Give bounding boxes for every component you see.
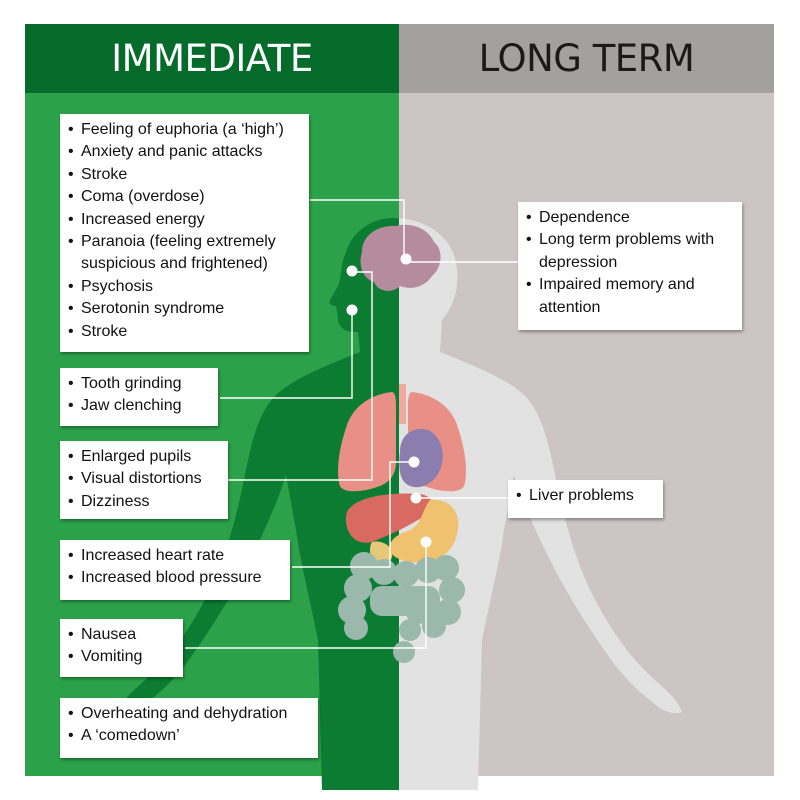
- effect-item: Enlarged pupils: [68, 446, 220, 469]
- effect-item-continuation: suspicious and frightened): [81, 255, 268, 273]
- liver-effects-list: Liver problems: [516, 485, 655, 508]
- effect-item: Tooth grinding: [68, 373, 210, 396]
- effect-item: Nausea: [68, 624, 175, 647]
- effect-item: A ‘comedown’: [68, 725, 310, 748]
- effect-item: Jaw clenching: [68, 395, 210, 418]
- effect-item: Psychosis: [68, 276, 301, 299]
- body-effects-list: Overheating and dehydration A ‘comedown’: [68, 703, 310, 748]
- effect-item: Serotonin syndrome: [68, 298, 301, 321]
- long-term-header: LONG TERM: [399, 24, 774, 93]
- immediate-title: IMMEDIATE: [111, 37, 313, 80]
- brain-long-term-effects-box: Dependence Long term problems with depre…: [518, 202, 742, 330]
- connector-mouth: [220, 310, 353, 399]
- brain-immediate-effects-box: Feeling of euphoria (a ‘high’) Anxiety a…: [60, 114, 309, 352]
- intestines-organ: [338, 552, 465, 663]
- effect-item: Increased heart rate: [68, 545, 282, 568]
- effect-item: Dependence: [526, 207, 734, 230]
- stomach-effects-list: Nausea Vomiting: [68, 624, 175, 669]
- connector-eyes: [228, 271, 373, 481]
- left-lung: [338, 392, 396, 492]
- body-effects-box: Overheating and dehydration A ‘comedown’: [60, 698, 318, 758]
- effect-item: Dizziness: [68, 491, 220, 514]
- connector-brain-immediate: [310, 199, 405, 258]
- connector-stomach: [185, 544, 427, 649]
- effect-item: Increased blood pressure: [68, 567, 282, 590]
- effect-item: Visual distortions: [68, 468, 220, 491]
- effect-item: Impaired memory and: [526, 274, 734, 297]
- heart-organ: [399, 428, 443, 488]
- effect-item: Liver problems: [516, 485, 655, 508]
- effect-item: Anxiety and panic attacks: [68, 141, 301, 164]
- effect-item: Increased energy: [68, 209, 301, 232]
- effect-item-continuation: attention: [539, 298, 601, 316]
- immediate-header: IMMEDIATE: [25, 24, 399, 93]
- heart-effects-box: Increased heart rate Increased blood pre…: [60, 540, 290, 600]
- brain-organ: [360, 224, 441, 291]
- brain-long-term-effects-list: Dependence Long term problems with depre…: [526, 207, 734, 319]
- effect-item-continuation: depression: [539, 253, 618, 271]
- eye-effects-box: Enlarged pupils Visual distortions Dizzi…: [60, 441, 228, 519]
- liver-effects-box: Liver problems: [508, 480, 663, 518]
- mouth-effects-list: Tooth grinding Jaw clenching: [68, 373, 210, 418]
- eye-effects-list: Enlarged pupils Visual distortions Dizzi…: [68, 446, 220, 514]
- heart-effects-list: Increased heart rate Increased blood pre…: [68, 545, 282, 590]
- connector-lines: [185, 199, 518, 649]
- effect-item: Paranoia (feeling extremely: [68, 231, 301, 254]
- effect-item: Feeling of euphoria (a ‘high’): [68, 119, 301, 142]
- stomach-effects-box: Nausea Vomiting: [60, 619, 183, 677]
- effect-item: Stroke: [68, 321, 301, 344]
- effect-item: Stroke: [68, 164, 301, 187]
- trachea: [399, 384, 406, 424]
- effect-item: Coma (overdose): [68, 186, 301, 209]
- mouth-effects-box: Tooth grinding Jaw clenching: [60, 368, 218, 426]
- long-term-title: LONG TERM: [478, 37, 695, 80]
- stomach-organ: [389, 499, 459, 563]
- connector-heart: [292, 461, 414, 568]
- effect-item: Overheating and dehydration: [68, 703, 310, 726]
- effect-item: Vomiting: [68, 646, 175, 669]
- connector-dots: [346, 253, 432, 548]
- effect-item: Long term problems with: [526, 229, 734, 252]
- brain-immediate-effects-list: Feeling of euphoria (a ‘high’) Anxiety a…: [68, 119, 301, 343]
